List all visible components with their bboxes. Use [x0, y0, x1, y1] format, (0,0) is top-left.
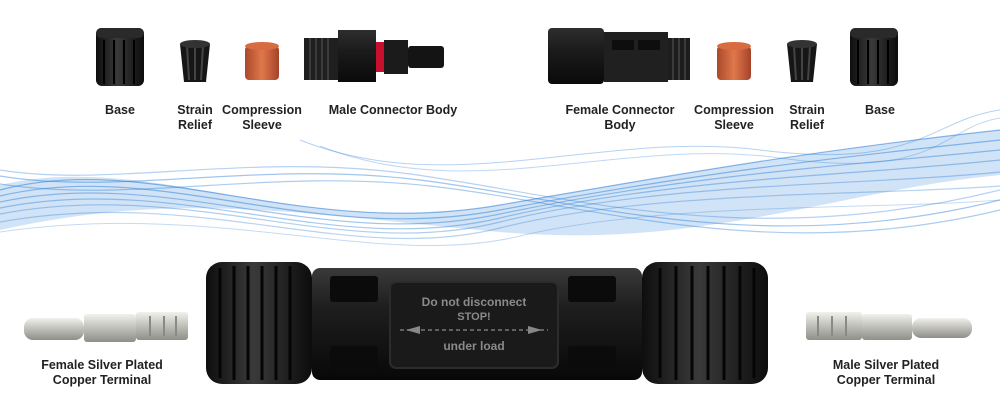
label-male-terminal: Male Silver Plated Copper Terminal — [832, 358, 940, 387]
female-connector-body — [548, 28, 690, 84]
base-cap-right — [850, 28, 898, 86]
male-terminal — [806, 312, 972, 340]
wave-band — [0, 130, 1000, 236]
label-compression-sleeve-right: Compression Sleeve — [694, 103, 774, 132]
compression-sleeve-right — [717, 42, 751, 80]
label-compression-sleeve-left: Compression Sleeve — [222, 103, 302, 132]
compression-sleeve-left — [245, 42, 279, 80]
label-strain-relief-right: Strain Relief — [789, 103, 825, 132]
female-terminal — [24, 312, 188, 342]
warning-text-line3: under load — [443, 339, 504, 353]
assembled-connector — [206, 262, 768, 384]
warning-text-line2: STOP! — [457, 311, 490, 323]
label-base-right: Base — [865, 103, 895, 117]
label-male-connector-body: Male Connector Body — [328, 103, 458, 117]
base-cap-left — [96, 28, 144, 86]
male-connector-body — [304, 30, 444, 82]
strain-relief-left — [180, 40, 210, 82]
label-female-connector-body: Female Connector Body — [565, 103, 675, 132]
strain-relief-right — [787, 40, 817, 82]
label-female-terminal: Female Silver Plated Copper Terminal — [41, 358, 163, 387]
wave-background — [0, 109, 1000, 247]
warning-text-line1: Do not disconnect — [422, 295, 527, 309]
label-base-left: Base — [105, 103, 135, 117]
label-strain-relief-left: Strain Relief — [177, 103, 213, 132]
